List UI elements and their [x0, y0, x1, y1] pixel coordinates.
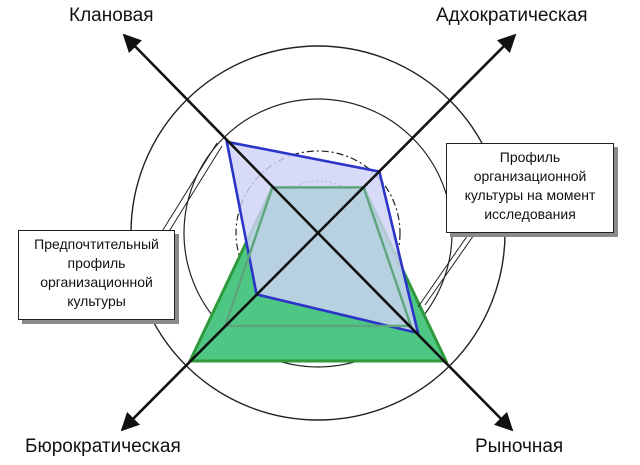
callout-line: культуры	[67, 293, 126, 309]
callout-line: Предпочтительный	[34, 236, 159, 252]
axis-label-market: Рыночная	[475, 436, 564, 457]
axis-top-left	[122, 33, 319, 234]
callout-line: организационной	[40, 274, 153, 290]
axis-bottom-right	[317, 232, 514, 432]
axis-label-clan: Клановая	[69, 5, 154, 26]
callout-line: профиль	[67, 255, 126, 271]
axis-top-right	[317, 33, 517, 234]
axes	[120, 33, 517, 432]
axis-label-adhocracy: Адхократическая	[436, 5, 588, 26]
callout-line: культуры на момент	[464, 187, 596, 203]
ring-2	[235, 150, 401, 316]
axis-bottom-left	[120, 232, 319, 432]
axis-label-hierarchy: Бюрократическая	[25, 436, 181, 457]
callout-leaders	[160, 142, 477, 308]
callout-line: исследования	[484, 206, 576, 222]
ring-3	[183, 98, 453, 368]
callout-line: организационной	[473, 168, 587, 184]
callout-line: Профиль	[499, 149, 561, 165]
preferred-profile-callout: Предпочтительный профиль организационной…	[18, 230, 175, 320]
current-profile-callout: Профиль организационной культуры на моме…	[446, 143, 614, 233]
